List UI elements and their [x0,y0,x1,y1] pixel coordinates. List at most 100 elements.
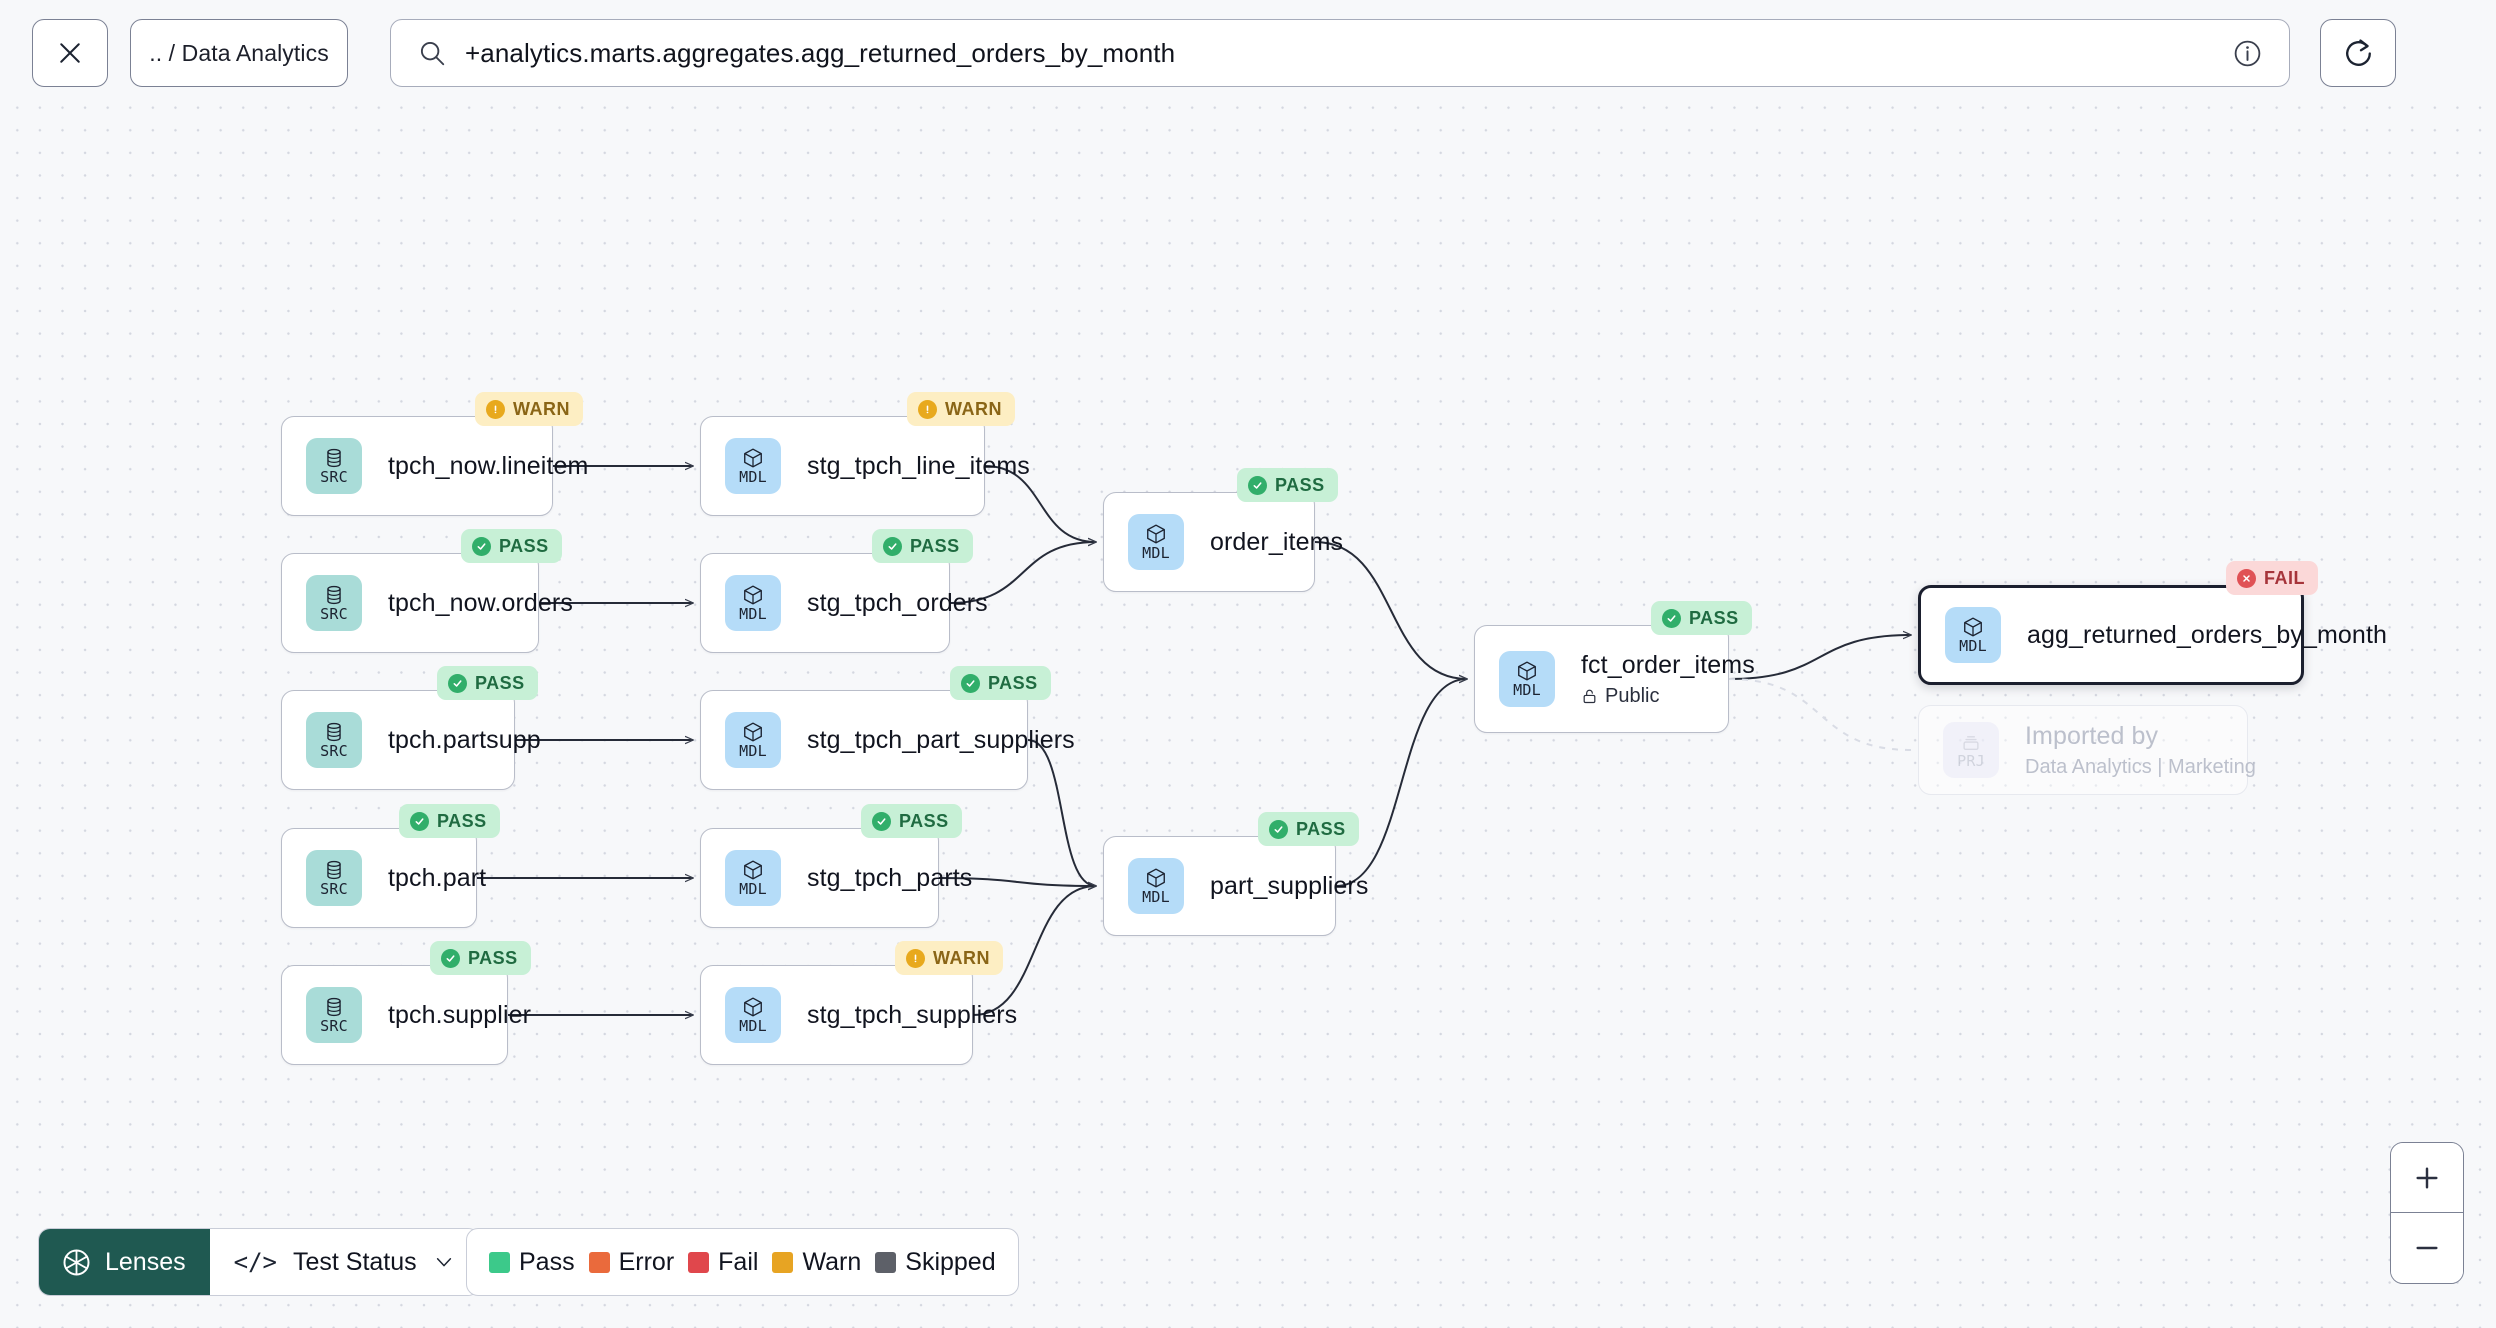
node-subtitle: Data Analytics | Marketing [2025,756,2256,779]
node-type-code: MDL [739,1017,767,1035]
zoom-out-button[interactable] [2391,1213,2463,1283]
check-icon [883,536,902,556]
chevron-down-icon [436,1258,451,1267]
edge-fct_order_items-to-agg_returned_orders_by_month [1728,635,1911,680]
mdl-type-icon: MDL [725,438,781,494]
bottom-toolbar: Lenses </> Test Status Pass Error Fail Warn… [0,1224,2496,1328]
legend-item-fail[interactable]: Fail [688,1248,758,1277]
test-status-label: Test Status [292,1247,417,1276]
node-type-code: SRC [320,1017,348,1035]
legend-item-warn[interactable]: Warn [772,1248,861,1277]
graph-node-stg_tpch_parts[interactable]: MDL stg_tpch_parts [700,828,972,928]
status-badge-label: WARN [945,398,1002,419]
node-title: stg_tpch_orders [807,588,988,617]
mdl-type-icon: MDL [725,712,781,768]
breadcrumb[interactable]: .. / Data Analytics [130,19,348,87]
lenses-button[interactable]: Lenses [39,1229,210,1295]
search-input[interactable]: +analytics.marts.aggregates.agg_returned… [465,37,1176,68]
node-type-code: MDL [1959,637,1987,655]
status-badge-pass[interactable]: PASS [399,804,500,838]
status-badge-pass[interactable]: PASS [1258,812,1359,846]
status-badge-pass[interactable]: PASS [1237,468,1338,502]
mdl-type-icon: MDL [1499,651,1555,707]
status-badge-pass[interactable]: PASS [430,941,531,975]
aperture-icon [63,1249,90,1275]
legend-label: Warn [802,1247,862,1276]
plus-icon [2416,1166,2438,1189]
status-badge-label: PASS [499,535,549,556]
src-type-icon: SRC [306,712,362,768]
check-icon [1662,608,1681,628]
status-badge-label: PASS [468,947,518,968]
status-badge-pass[interactable]: PASS [437,666,538,700]
mdl-type-icon: MDL [725,850,781,906]
status-badge-pass[interactable]: PASS [950,666,1051,700]
node-type-code: MDL [739,880,767,898]
test-status-dropdown[interactable]: </> Test Status [209,1229,479,1295]
mdl-type-icon: MDL [725,987,781,1043]
node-type-code: MDL [1513,681,1541,699]
status-badge-fail[interactable]: FAIL [2226,561,2318,595]
status-badge-label: PASS [910,535,960,556]
info-icon[interactable] [2232,38,2263,69]
graph-node-agg_returned_orders_by_month[interactable]: MDL agg_returned_orders_by_month [1918,585,2387,685]
search-bar[interactable]: +analytics.marts.aggregates.agg_returned… [390,19,2290,87]
top-toolbar: .. / Data Analytics +analytics.marts.agg… [0,0,2496,104]
node-type-code: SRC [320,880,348,898]
bang-icon [486,399,505,419]
legend-swatch [688,1251,710,1273]
zoom-in-button[interactable] [2391,1143,2463,1213]
status-badge-label: FAIL [2264,567,2305,588]
close-icon [60,43,80,63]
legend-item-pass[interactable]: Pass [489,1248,575,1277]
check-icon [448,673,467,693]
graph-node-stg_tpch_part_supp[interactable]: MDL stg_tpch_part_suppliers [700,690,1075,790]
legend-item-skipped[interactable]: Skipped [875,1248,996,1277]
node-title: tpch.partsupp [388,725,541,754]
node-labels: agg_returned_orders_by_month [2027,621,2387,650]
legend-label: Pass [519,1247,575,1276]
close-button[interactable] [32,19,108,87]
node-title: tpch_now.orders [388,588,573,617]
status-badge-label: WARN [933,947,990,968]
lens-control-group: Lenses </> Test Status [38,1228,480,1296]
node-title: fct_order_items [1581,650,1755,679]
node-labels: tpch_now.orders [388,589,573,618]
node-labels: stg_tpch_part_suppliers [807,726,1075,755]
node-type-code: MDL [1142,544,1170,562]
node-type-code: MDL [739,468,767,486]
status-badge-pass[interactable]: PASS [861,804,962,838]
status-badge-pass[interactable]: PASS [872,529,973,563]
status-badge-warn[interactable]: WARN [907,392,1015,426]
check-icon [441,948,460,968]
graph-node-tpch_partsupp[interactable]: SRC tpch.partsupp [281,690,541,790]
status-badge-label: WARN [513,398,570,419]
node-labels: tpch_now.lineitem [388,452,588,481]
status-badge-warn[interactable]: WARN [895,941,1003,975]
check-icon [472,536,491,556]
node-labels: stg_tpch_parts [807,864,972,893]
check-icon [961,673,980,693]
status-badge-pass[interactable]: PASS [1651,601,1752,635]
status-badge-pass[interactable]: PASS [461,529,562,563]
edge-part_suppliers-to-fct_order_items [1335,679,1467,887]
refresh-button[interactable] [2320,19,2396,87]
node-type-code: MDL [739,742,767,760]
node-type-code: MDL [1142,888,1170,906]
status-badge-warn[interactable]: WARN [475,392,583,426]
legend-item-error[interactable]: Error [588,1248,674,1277]
prj-type-icon: PRJ [1943,722,1999,778]
